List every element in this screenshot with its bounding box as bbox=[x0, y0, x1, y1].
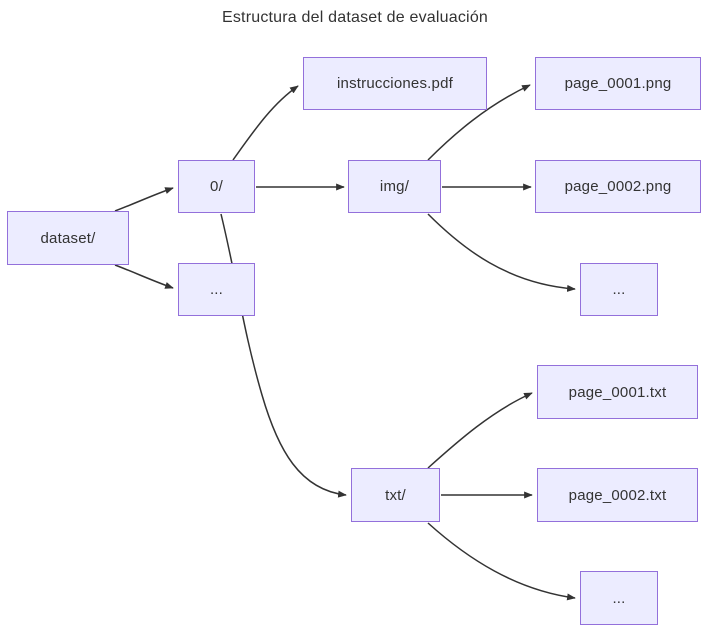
node-page-0001-txt-label: page_0001.txt bbox=[568, 383, 667, 401]
edge-zero-to-txt bbox=[220, 213, 347, 498]
node-page-0001-txt: page_0001.txt bbox=[537, 365, 698, 419]
node-dataset-label: dataset/ bbox=[40, 229, 96, 247]
edge-txt-to-page-0001-txt bbox=[427, 392, 533, 469]
node-img: img/ bbox=[348, 160, 441, 213]
node-instrucciones-pdf-label: instrucciones.pdf bbox=[337, 75, 453, 92]
node-dots-middle: ... bbox=[580, 263, 658, 316]
node-page-0001-png-label: page_0001.png bbox=[564, 75, 672, 92]
node-page-0002-png-label: page_0002.png bbox=[564, 178, 672, 195]
node-page-0001-png: page_0001.png bbox=[535, 57, 701, 110]
node-img-label: img/ bbox=[379, 178, 410, 195]
node-0: 0/ bbox=[178, 160, 255, 213]
node-dots-middle-label: ... bbox=[612, 281, 626, 298]
diagram-title: Estructura del dataset de evaluación bbox=[221, 9, 489, 26]
edge-img-to-page-0001-png bbox=[427, 84, 531, 161]
node-dots-bottom-label: ... bbox=[612, 589, 626, 607]
node-dots-bottom: ... bbox=[580, 571, 658, 625]
edges-group bbox=[114, 84, 576, 601]
node-dataset: dataset/ bbox=[7, 211, 129, 265]
node-dots-top: ... bbox=[178, 263, 255, 316]
node-instrucciones-pdf: instrucciones.pdf bbox=[303, 57, 487, 110]
node-page-0002-txt: page_0002.txt bbox=[537, 468, 698, 522]
edge-img-to-dots-middle bbox=[427, 213, 576, 292]
node-txt: txt/ bbox=[351, 468, 440, 522]
node-0-label: 0/ bbox=[210, 178, 223, 195]
node-txt-label: txt/ bbox=[385, 486, 406, 504]
node-dots-top-label: ... bbox=[209, 281, 224, 298]
edge-dataset-to-dots-top bbox=[114, 264, 174, 289]
node-page-0002-txt-label: page_0002.txt bbox=[568, 486, 667, 504]
edge-zero-to-instrucciones-pdf bbox=[232, 85, 299, 161]
node-page-0002-png: page_0002.png bbox=[535, 160, 701, 213]
edge-dataset-to-zero bbox=[114, 187, 174, 212]
edge-txt-to-dots-bottom bbox=[427, 522, 576, 601]
